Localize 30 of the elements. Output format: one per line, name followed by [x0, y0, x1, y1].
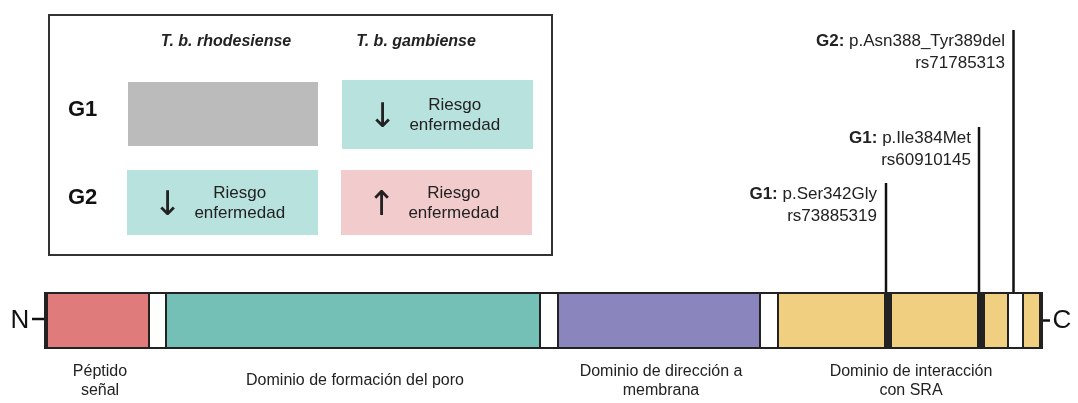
leader-line: [977, 127, 981, 292]
no-data-cell: [128, 82, 318, 146]
domain-label: Dominio de formación del poro: [245, 370, 465, 390]
variant-label: G2: p.Asn388_Tyr389del rs71785313: [770, 30, 1014, 80]
arrow-glyph: ↓: [153, 185, 182, 220]
variant-label: G1: p.Ile384Met rs60910145: [800, 127, 980, 177]
domain-label: Péptido señal: [71, 360, 129, 400]
variant-mark: [884, 294, 892, 347]
leader-line: [884, 183, 888, 292]
domain-label: Dominio de dirección a membrana: [578, 360, 744, 400]
arrow-glyph: ↓: [368, 97, 397, 132]
risk-text: Riesgo enfermedad: [407, 182, 501, 223]
terminus-label: N: [8, 304, 32, 334]
risk-cell: [127, 170, 318, 235]
legend-panel: [48, 14, 553, 256]
domain-label: Dominio de interacción con SRA: [828, 360, 994, 400]
arrow-glyph: ↑: [367, 185, 396, 220]
row-header: G2: [68, 184, 98, 210]
risk-cell: [341, 170, 532, 235]
terminus-label: C: [1050, 304, 1074, 334]
risk-cell: [342, 80, 533, 149]
risk-text: Riesgo enfermedad: [193, 182, 287, 223]
risk-text: Riesgo enfermedad: [408, 94, 502, 135]
leader-line: [1012, 30, 1015, 292]
column-header: T. b. gambiense: [355, 32, 477, 50]
column-header: T. b. rhodesiense: [159, 32, 293, 50]
variant-mark: [977, 294, 985, 347]
deletion-gap: [1007, 294, 1024, 347]
variant-label: G1: p.Ser342Gly rs73885319: [700, 183, 886, 235]
row-header: G1: [68, 96, 98, 122]
